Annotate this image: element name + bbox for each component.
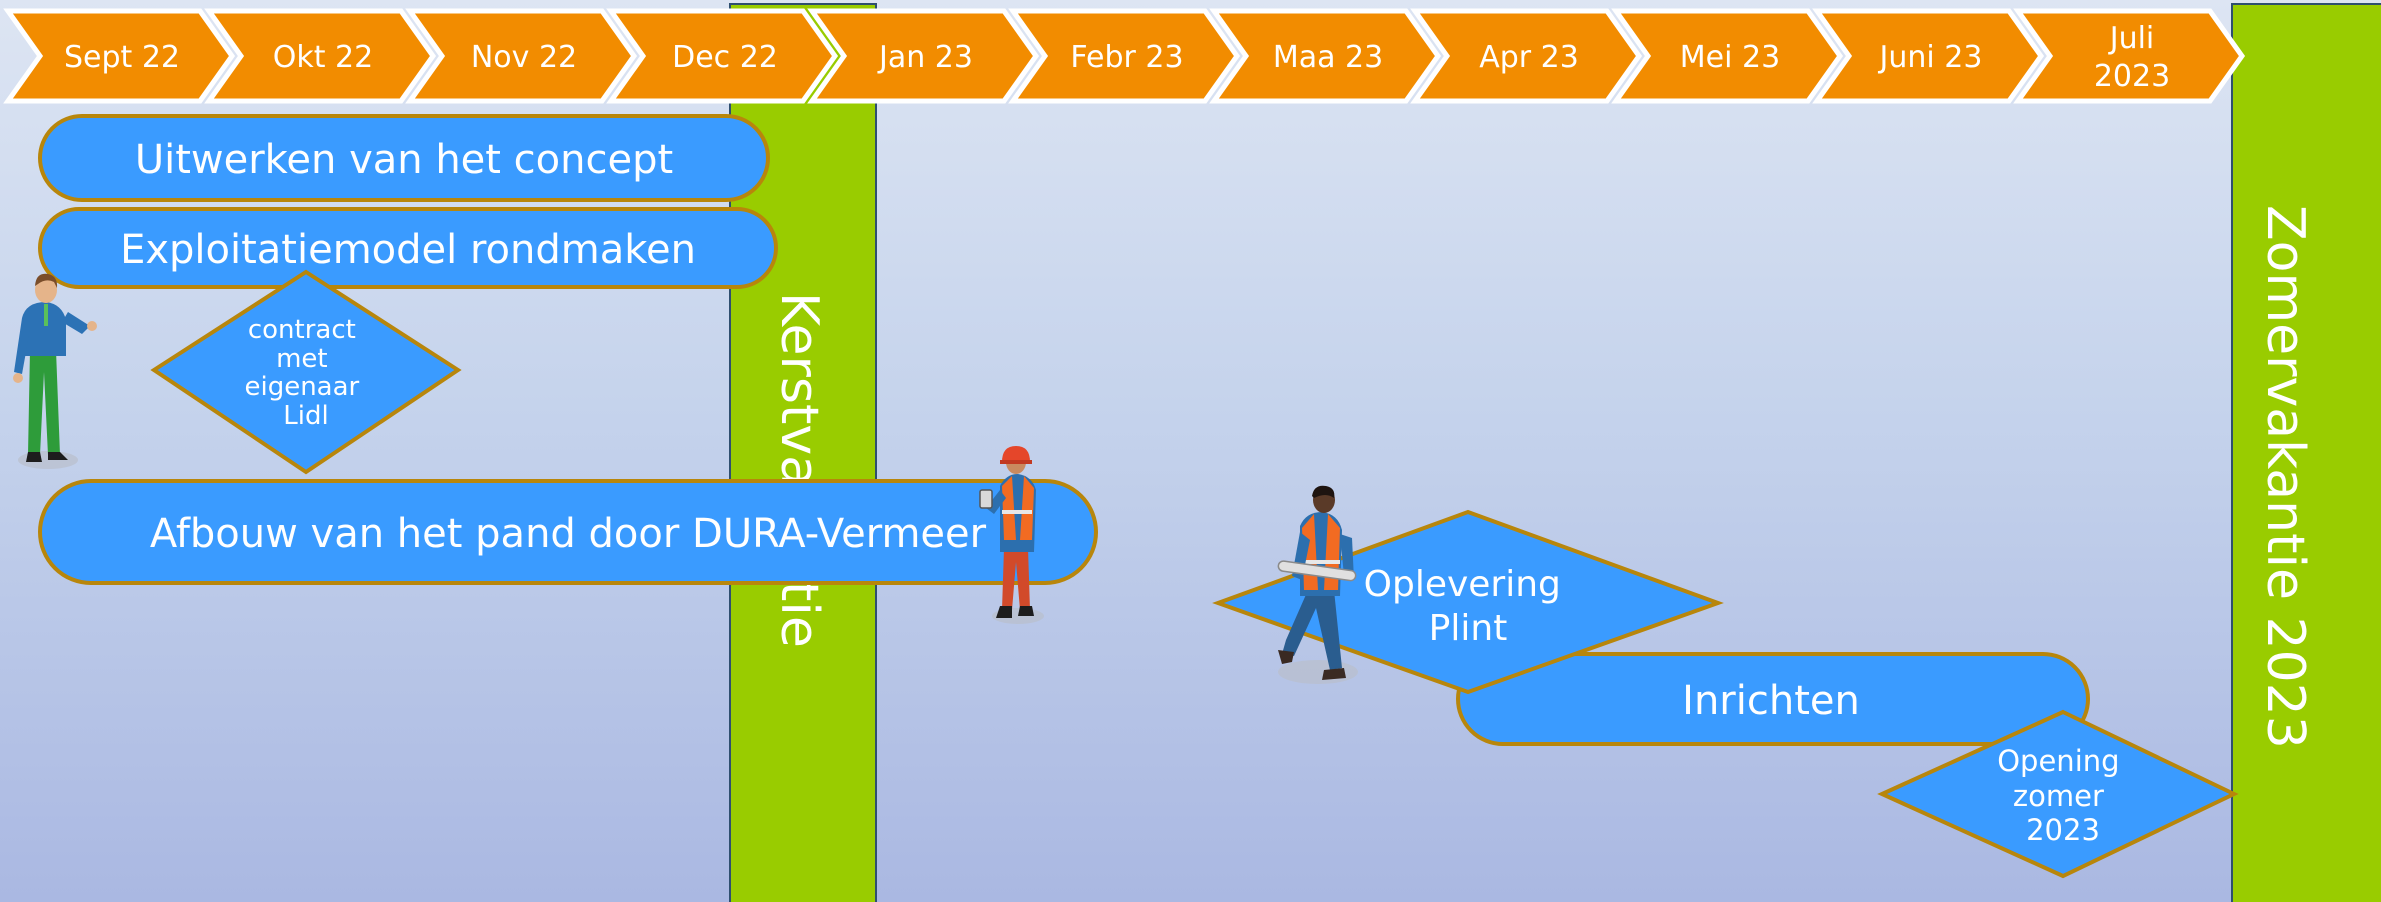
month-chevron: Jan 23 (807, 8, 1040, 104)
month-chevron-row: Sept 22 Okt 22 Nov 22 Dec 22 Jan 23 Febr 23 Ma… (3, 8, 2246, 104)
month-label-line: Juli (2108, 21, 2155, 56)
construction-worker-figure (979, 446, 1044, 624)
summer-holiday-bar (2231, 3, 2381, 902)
svg-text:Opening zomer 2023: Opening zomer 2023 (1997, 744, 2129, 847)
task-furnishing-label: Inrichten (1682, 678, 1860, 724)
month-chevron: Dec 22 (606, 8, 839, 104)
month-chevron: Mei 23 (1611, 8, 1844, 104)
christmas-holiday-label: Kerstvakantie (769, 292, 829, 648)
milestone-delivery-line-1: Oplevering (1364, 564, 1561, 605)
task-concept: Uitwerken van het concept (38, 114, 770, 202)
milestone-contract-line-4: Lidl (283, 401, 328, 431)
summer-holiday-label: Zomervakantie 2023 (2255, 205, 2315, 749)
month-label: Sept 22 (64, 40, 180, 75)
svg-text:Oplevering Plint: Oplevering Plint (1364, 564, 1573, 649)
walking-worker-figure (1277, 485, 1358, 684)
task-furnishing: Inrichten (1456, 652, 2090, 746)
month-label: Nov 22 (471, 40, 577, 75)
summer-holiday-column: Zomervakantie 2023 (2231, 3, 2381, 902)
task-exploitation-label: Exploitatiemodel rondmaken (120, 227, 696, 273)
milestone-opening-line-1: Opening (1997, 744, 2119, 778)
month-chevron: Nov 22 (405, 8, 638, 104)
milestone-contract-line-1: contract (248, 315, 356, 345)
month-label: Maa 23 (1273, 40, 1383, 75)
milestone-opening-line-2: zomer (2013, 779, 2104, 813)
milestone-contract: contract met eigenaar Lidl (150, 269, 462, 475)
month-chevron: Juni 23 (1812, 8, 2045, 104)
month-label: Jan 23 (877, 40, 973, 75)
milestone-opening: Opening zomer 2023 (1877, 709, 2239, 879)
christmas-holiday-column: Kerstvakantie (729, 3, 877, 902)
month-label: Juni 23 (1878, 40, 1983, 75)
task-exploitation-model: Exploitatiemodel rondmaken (38, 207, 778, 289)
task-construction: Afbouw van het pand door DURA-Vermeer (38, 479, 1098, 585)
month-chevron: Apr 23 (1410, 8, 1643, 104)
month-label: Okt 22 (273, 40, 373, 75)
month-label: Dec 22 (672, 40, 778, 75)
svg-text:contract met eigen: contract met eigenaar Lidl (244, 315, 367, 431)
task-concept-label: Uitwerken van het concept (135, 137, 673, 183)
month-label-line: 2023 (2094, 59, 2170, 94)
month-chevron: Maa 23 (1209, 8, 1442, 104)
month-label: Mei 23 (1680, 40, 1780, 75)
task-construction-label: Afbouw van het pand door DURA-Vermeer (150, 511, 987, 557)
milestone-contract-line-2: met (276, 344, 328, 374)
milestone-contract-line-3: eigenaar (244, 372, 359, 402)
month-label: Apr 23 (1479, 40, 1579, 75)
businessman-figure (13, 273, 97, 469)
month-chevron: Okt 22 (204, 8, 437, 104)
month-chevron: Febr 23 (1008, 8, 1241, 104)
milestone-opening-line-3: 2023 (2026, 813, 2100, 847)
month-chevron: Sept 22 (3, 8, 236, 104)
milestone-delivery-line-2: Plint (1429, 608, 1508, 649)
month-label: Febr 23 (1070, 40, 1183, 75)
